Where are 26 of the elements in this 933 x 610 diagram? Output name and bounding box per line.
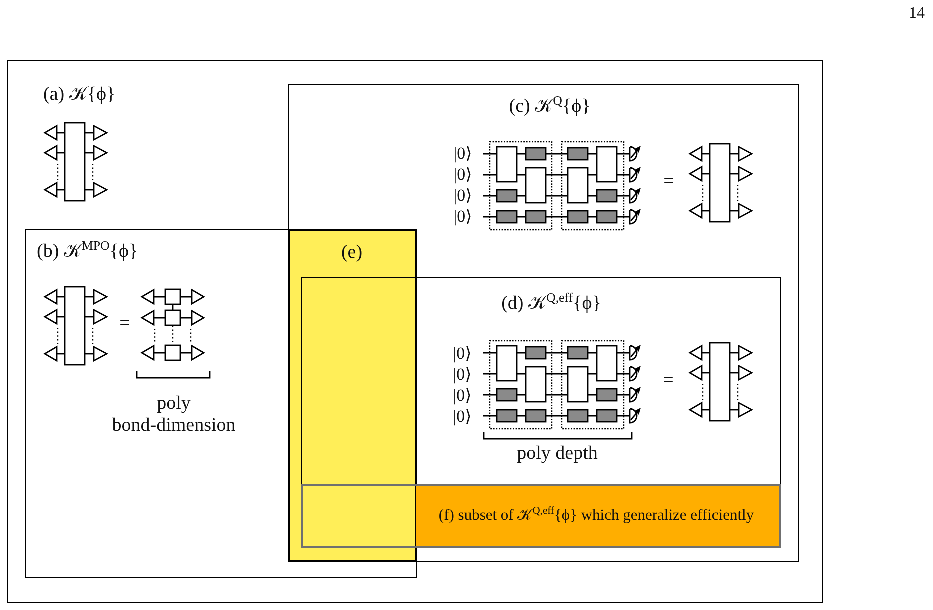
equals-sign: =	[663, 370, 674, 392]
ket-label: |0⟩	[453, 364, 472, 385]
ket-label: |0⟩	[453, 343, 472, 364]
set-label: (d) 𝒦$^{Q,eff}${ϕ}	[502, 292, 602, 314]
set-label: (e)	[341, 242, 363, 264]
set-label: (f) subset of 𝒦$^{Q,eff}${ϕ} which generalize efficiently	[438, 506, 754, 524]
intersection-region	[288, 229, 417, 562]
ket-label: |0⟩	[453, 406, 472, 427]
ket-label: |0⟩	[454, 206, 472, 228]
subset-region	[300, 484, 780, 548]
scaling-note: poly bond-dimension	[111, 393, 237, 437]
set-label: (c) 𝒦$^{Q}${ϕ}	[509, 96, 591, 118]
set-region	[288, 84, 798, 562]
equals-sign: =	[664, 171, 674, 193]
set-region	[7, 60, 823, 603]
ket-label: |0⟩	[454, 144, 472, 164]
scaling-note: poly depth	[517, 442, 598, 464]
set-label: (a) 𝒦{ϕ}	[44, 84, 116, 106]
set-region	[24, 228, 416, 578]
set-region	[301, 277, 781, 548]
equals-sign: =	[120, 313, 130, 335]
ket-label: |0⟩	[454, 186, 472, 206]
ket-label: |0⟩	[454, 164, 472, 186]
set-label: (b) 𝒦$^{MPO}${ϕ}	[37, 241, 138, 263]
ket-label: |0⟩	[453, 385, 472, 406]
page-number: 14	[909, 4, 925, 24]
